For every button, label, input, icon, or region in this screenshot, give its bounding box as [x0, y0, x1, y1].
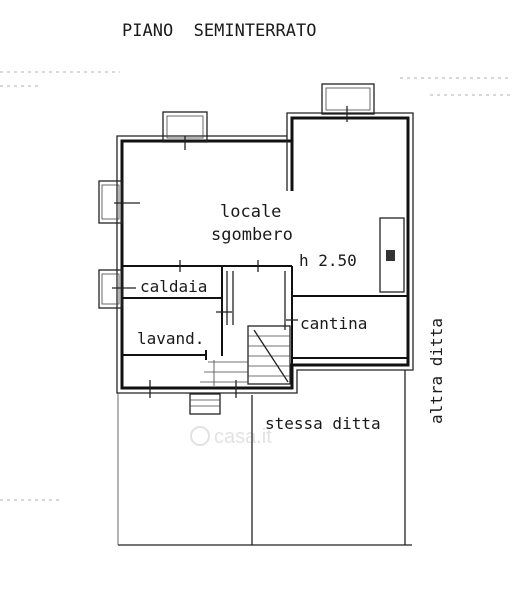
staircase: [189, 325, 291, 415]
window-bay-top-left: [162, 111, 208, 150]
watermark-text: casa.it: [214, 426, 272, 448]
room-label-laundry: lavand.: [137, 329, 204, 348]
room-label-storage-line1: locale: [220, 202, 281, 222]
column-storage: [379, 217, 405, 293]
room-label-storage-line2: sgombero: [211, 225, 293, 245]
window-bay-boiler: [98, 269, 136, 309]
column-mark: [386, 250, 395, 261]
property-boundaries: [117, 370, 412, 546]
window-bay-top-right: [321, 83, 375, 122]
room-label-cellar: cantina: [300, 314, 367, 333]
plan-title: PIANO SEMINTERRATO: [122, 21, 316, 41]
label-other-owner: altra ditta: [427, 318, 446, 424]
door-marks: [149, 260, 298, 398]
room-label-boiler: caldaia: [140, 277, 207, 296]
scan-artifacts: [0, 71, 512, 501]
window-bay-left: [98, 180, 140, 224]
exterior-walls: [116, 112, 414, 394]
room-height-label: h 2.50: [299, 251, 357, 270]
interior-walls: [122, 265, 408, 365]
label-same-owner: stessa ditta: [265, 414, 381, 433]
watermark: casa.it: [190, 426, 272, 448]
